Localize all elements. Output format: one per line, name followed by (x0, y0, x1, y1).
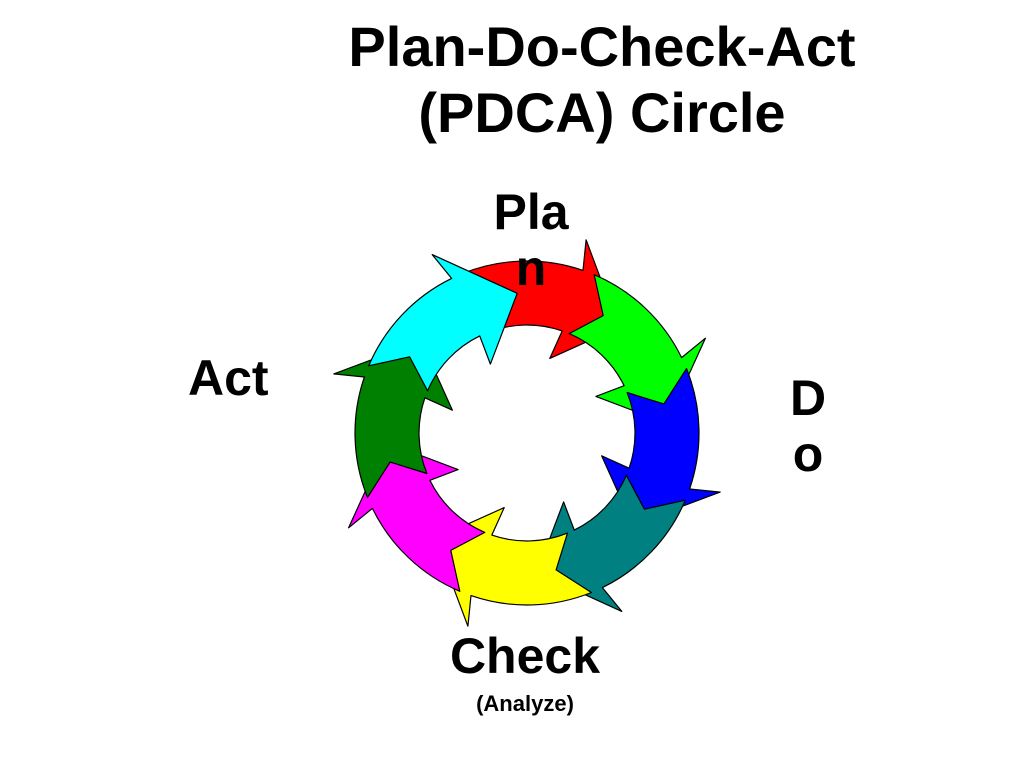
plan-label-line-2: n (515, 240, 547, 296)
title-line-2: (PDCA) Circle (418, 81, 786, 144)
slide-title: Plan-Do-Check-Act (PDCA) Circle (280, 14, 924, 146)
title-line-1: Plan-Do-Check-Act (348, 15, 856, 78)
plan-label-line-1: Pla (493, 184, 569, 240)
check-sublabel: (Analyze) (476, 691, 574, 716)
plan-label: Pla n (476, 184, 586, 296)
act-label: Act (188, 350, 269, 406)
do-label: D o (780, 370, 836, 482)
do-label-line-2: o (792, 426, 824, 482)
act-plan-arrow (368, 254, 518, 392)
check-label: Check (449, 628, 601, 684)
do-label-line-1: D (789, 370, 827, 426)
